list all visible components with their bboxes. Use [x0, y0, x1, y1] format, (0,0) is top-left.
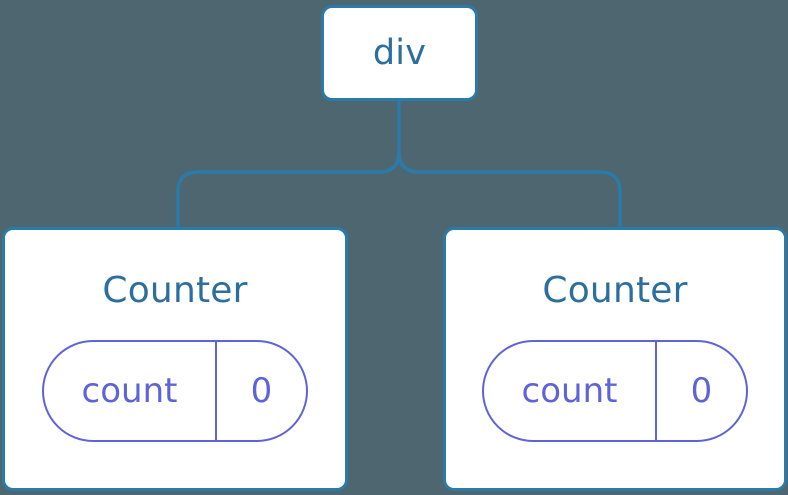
counter-left-state-value: 0 — [217, 342, 306, 440]
counter-right-state-key: count — [484, 342, 657, 440]
node-div[interactable]: div — [321, 5, 478, 101]
counter-right-state-value: 0 — [657, 342, 746, 440]
counter-right-state-value-text: 0 — [690, 371, 713, 411]
connector-to-right-child — [397, 151, 622, 227]
counter-right-state-key-text: count — [521, 371, 618, 411]
connector-to-left-child — [176, 151, 401, 227]
counter-right-state-pill[interactable]: count 0 — [482, 340, 748, 442]
counter-right-title: Counter — [542, 270, 688, 311]
counter-left-title: Counter — [102, 270, 248, 311]
counter-left-state-key: count — [44, 342, 217, 440]
node-div-label: div — [372, 32, 427, 73]
counter-left-state-pill[interactable]: count 0 — [42, 340, 308, 442]
node-counter-right[interactable]: Counter count 0 — [443, 227, 787, 491]
counter-left-state-key-text: count — [81, 371, 178, 411]
node-counter-left[interactable]: Counter count 0 — [2, 227, 348, 491]
counter-left-state-value-text: 0 — [250, 371, 273, 411]
